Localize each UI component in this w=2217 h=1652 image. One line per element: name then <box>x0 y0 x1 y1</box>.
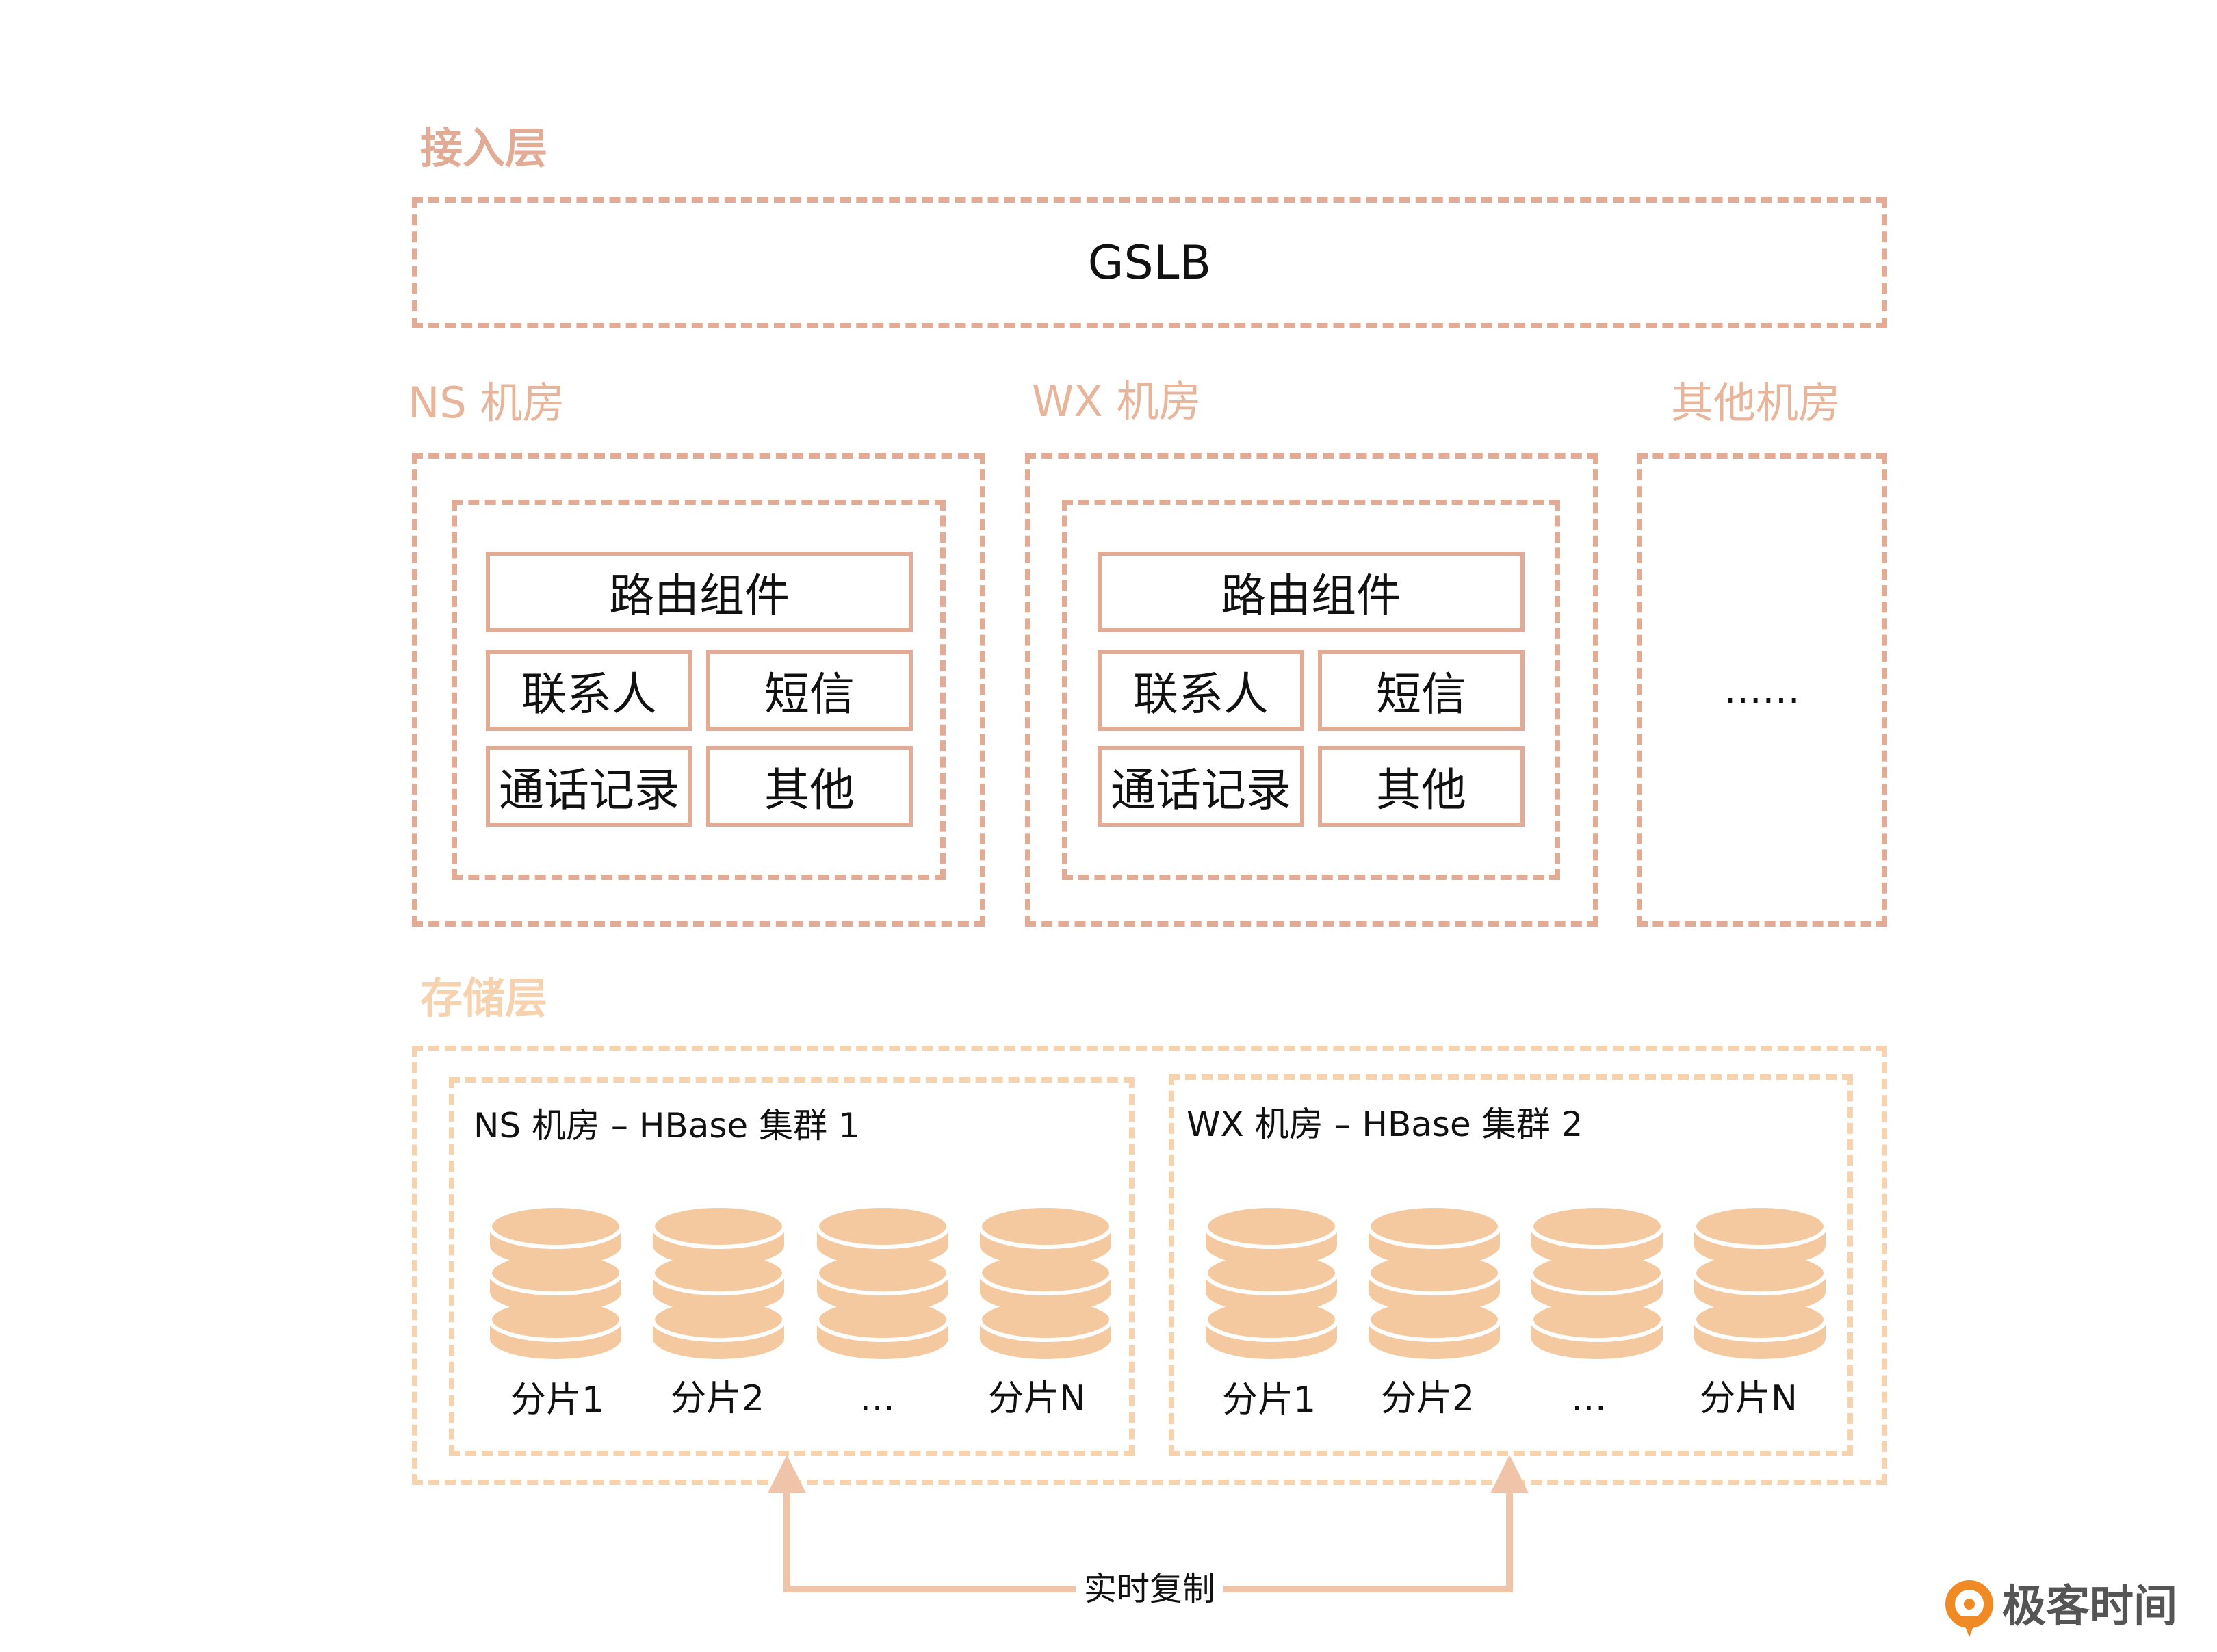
database-icon <box>1204 1204 1339 1359</box>
shard-label: 分片N <box>1700 1378 1798 1419</box>
module-call-log-wx: 通话记录 <box>1098 746 1304 827</box>
module-call-log-ns: 通话记录 <box>486 746 692 827</box>
module-other-wx: 其他 <box>1318 746 1525 827</box>
database-disk-top <box>815 1204 950 1249</box>
room-title-ns: NS 机房 <box>408 378 565 428</box>
arrowhead-left <box>768 1455 806 1493</box>
module-other-ns: 其他 <box>706 746 913 827</box>
database-disk-top <box>1692 1204 1828 1249</box>
database-icon <box>1692 1204 1828 1359</box>
database-disk-top <box>978 1204 1113 1249</box>
database-icon <box>1529 1204 1665 1359</box>
database-icon <box>488 1204 623 1359</box>
module-sms-ns: 短信 <box>706 650 913 731</box>
room-wx-outer <box>1025 453 1598 927</box>
storage-layer-title: 存储层 <box>420 973 548 1023</box>
database-icon <box>651 1204 786 1359</box>
arrowhead-right <box>1490 1455 1529 1493</box>
database-icon <box>815 1204 950 1359</box>
router-component-ns: 路由组件 <box>486 552 913 632</box>
storage-layer-box <box>412 1046 1887 1485</box>
watermark-text: 极客时间 <box>2002 1582 2177 1632</box>
cluster-wx-title: WX 机房 – HBase 集群 2 <box>1187 1105 1583 1144</box>
room-other-placeholder: …… <box>1724 667 1800 712</box>
shard-label: 分片1 <box>510 1380 605 1421</box>
module-sms-wx: 短信 <box>1318 650 1525 731</box>
database-disk-top <box>1366 1204 1502 1249</box>
access-layer-title: 接入层 <box>420 123 548 173</box>
shard-label: 分片1 <box>1222 1380 1317 1421</box>
shard-label: … <box>859 1378 895 1419</box>
cluster-ns <box>449 1077 1135 1456</box>
room-other-box: …… <box>1637 453 1887 927</box>
database-disk-top <box>1529 1204 1665 1249</box>
database-icon <box>1366 1204 1502 1359</box>
shard-label: 分片N <box>988 1378 1086 1419</box>
database-disk-top <box>488 1204 623 1249</box>
geektime-logo-icon <box>1945 1580 1993 1637</box>
room-wx-inner <box>1062 500 1560 880</box>
database-disk-top <box>1204 1204 1339 1249</box>
module-contacts-wx: 联系人 <box>1098 650 1304 731</box>
router-component-wx: 路由组件 <box>1098 552 1525 632</box>
shard-label: 分片2 <box>671 1378 765 1419</box>
room-title-wx: WX 机房 <box>1032 376 1202 426</box>
gslb-box: GSLB <box>412 197 1887 328</box>
module-contacts-ns: 联系人 <box>486 650 692 731</box>
database-icon <box>978 1204 1113 1359</box>
room-title-other: 其他机房 <box>1671 378 1841 428</box>
shard-label: 分片2 <box>1381 1378 1475 1419</box>
shard-label: … <box>1571 1378 1607 1419</box>
room-ns-inner <box>452 500 946 880</box>
gslb-label: GSLB <box>1087 235 1212 290</box>
room-ns-outer <box>412 453 985 927</box>
replication-label: 实时复制 <box>1076 1570 1224 1608</box>
cluster-wx <box>1169 1074 1853 1456</box>
database-disk-top <box>651 1204 786 1249</box>
cluster-ns-title: NS 机房 – HBase 集群 1 <box>474 1106 860 1146</box>
